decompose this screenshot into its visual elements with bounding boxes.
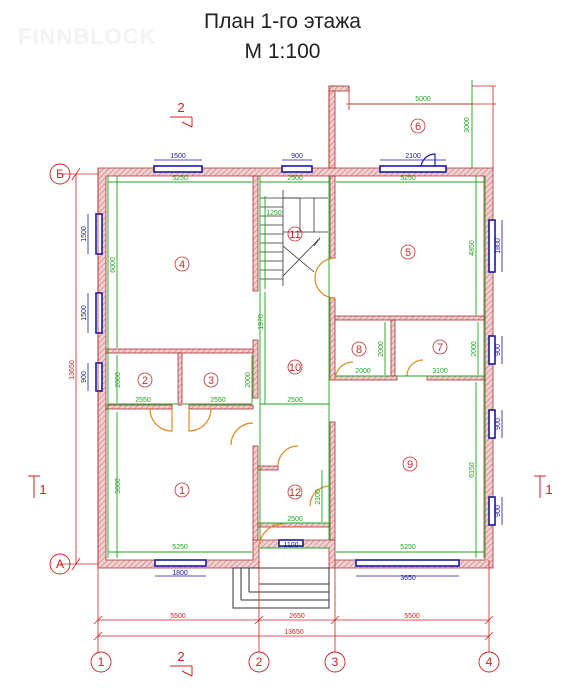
svg-text:2100: 2100 bbox=[315, 489, 322, 505]
windows bbox=[95, 165, 496, 567]
svg-text:1970: 1970 bbox=[258, 314, 265, 330]
window-dimension-labels: 1500 900 2100 1800 1100 3650 1500 1500 9… bbox=[81, 153, 502, 582]
svg-text:900: 900 bbox=[495, 505, 502, 517]
room-3-label: 3 bbox=[208, 375, 214, 387]
svg-text:2550: 2550 bbox=[210, 397, 226, 404]
svg-text:6150: 6150 bbox=[469, 462, 476, 478]
entrance-steps bbox=[232, 567, 330, 609]
section-1-left: 1 bbox=[39, 482, 46, 497]
axis-bubbles bbox=[49, 163, 500, 673]
svg-text:2500: 2500 bbox=[287, 397, 303, 404]
svg-text:1250: 1250 bbox=[266, 210, 282, 217]
svg-text:900: 900 bbox=[495, 418, 502, 430]
svg-text:1500: 1500 bbox=[170, 153, 186, 160]
room-6-label: 6 bbox=[415, 121, 421, 133]
axis-a-label: А bbox=[56, 557, 64, 571]
room-9-label: 9 bbox=[407, 459, 413, 471]
section-markers bbox=[28, 116, 546, 677]
axis-b-label: Б bbox=[56, 167, 64, 181]
svg-text:900: 900 bbox=[495, 344, 502, 356]
svg-text:2000: 2000 bbox=[245, 372, 252, 388]
section-1-right: 1 bbox=[545, 482, 552, 497]
svg-text:1800: 1800 bbox=[495, 238, 502, 254]
svg-text:4850: 4850 bbox=[469, 240, 476, 256]
svg-text:2100: 2100 bbox=[405, 153, 421, 160]
svg-text:5250: 5250 bbox=[400, 544, 416, 551]
svg-text:2500: 2500 bbox=[287, 175, 303, 182]
svg-text:13650: 13650 bbox=[284, 629, 304, 636]
svg-text:1800: 1800 bbox=[172, 570, 188, 577]
room-12-label: 12 bbox=[289, 487, 301, 499]
watermark: FINNBLOCK bbox=[18, 24, 157, 49]
room-numbers: 1 2 3 4 5 6 7 8 9 10 11 12 bbox=[142, 121, 443, 499]
axis-bubble-labels: 1 2 3 4 Б А bbox=[56, 167, 493, 669]
svg-text:5250: 5250 bbox=[172, 544, 188, 551]
green-dimension-labels: 5250 2500 5250 6000 4850 1250 1970 2550 … bbox=[110, 96, 478, 551]
svg-text:5250: 5250 bbox=[400, 175, 416, 182]
plan-scale: М 1:100 bbox=[244, 40, 321, 63]
room-7-label: 7 bbox=[437, 342, 443, 354]
svg-text:900: 900 bbox=[81, 371, 88, 383]
svg-text:2000: 2000 bbox=[355, 368, 371, 375]
svg-text:2000: 2000 bbox=[378, 341, 385, 357]
svg-text:900: 900 bbox=[291, 153, 303, 160]
room-4-label: 4 bbox=[179, 259, 185, 271]
room-10-label: 10 bbox=[289, 362, 301, 374]
staircase bbox=[260, 190, 328, 286]
window-dimension-lines bbox=[87, 159, 503, 577]
svg-text:2500: 2500 bbox=[287, 516, 303, 523]
doors bbox=[149, 257, 424, 549]
room-markers bbox=[137, 118, 448, 500]
section-labels: 2 2 1 1 bbox=[39, 100, 552, 664]
svg-text:1500: 1500 bbox=[81, 305, 88, 321]
axis-3-label: 3 bbox=[332, 655, 339, 669]
svg-text:3100: 3100 bbox=[432, 368, 448, 375]
svg-text:3650: 3650 bbox=[400, 575, 416, 582]
svg-text:2000: 2000 bbox=[115, 372, 122, 388]
axis-2-label: 2 bbox=[256, 655, 263, 669]
svg-text:5000: 5000 bbox=[115, 478, 122, 494]
svg-text:3000: 3000 bbox=[464, 117, 471, 133]
svg-text:1500: 1500 bbox=[81, 226, 88, 242]
svg-text:2550: 2550 bbox=[135, 397, 151, 404]
walls bbox=[97, 85, 494, 569]
svg-text:2000: 2000 bbox=[471, 341, 478, 357]
room-2-label: 2 bbox=[142, 375, 148, 387]
svg-text:6000: 6000 bbox=[110, 257, 117, 273]
outer-dimension-labels: 13650 5500 2650 5500 13650 bbox=[69, 360, 420, 636]
plan-title: План 1-го этажа bbox=[204, 10, 361, 33]
axis-lines bbox=[60, 85, 496, 652]
svg-text:1100: 1100 bbox=[283, 542, 298, 549]
green-dimension-lines bbox=[107, 80, 485, 558]
svg-text:13650: 13650 bbox=[69, 360, 76, 380]
section-2-top: 2 bbox=[177, 100, 184, 115]
svg-text:5500: 5500 bbox=[404, 613, 420, 620]
svg-text:5500: 5500 bbox=[170, 613, 186, 620]
section-2-bottom: 2 bbox=[177, 649, 184, 664]
svg-text:5250: 5250 bbox=[172, 175, 188, 182]
axis-4-label: 4 bbox=[486, 655, 493, 669]
room-11-label: 11 bbox=[289, 229, 300, 241]
svg-text:5000: 5000 bbox=[415, 96, 431, 103]
room-8-label: 8 bbox=[356, 344, 362, 356]
axis-1-label: 1 bbox=[98, 655, 105, 669]
room-5-label: 5 bbox=[405, 247, 411, 259]
room-1-label: 1 bbox=[179, 485, 185, 497]
svg-text:2650: 2650 bbox=[289, 613, 305, 620]
